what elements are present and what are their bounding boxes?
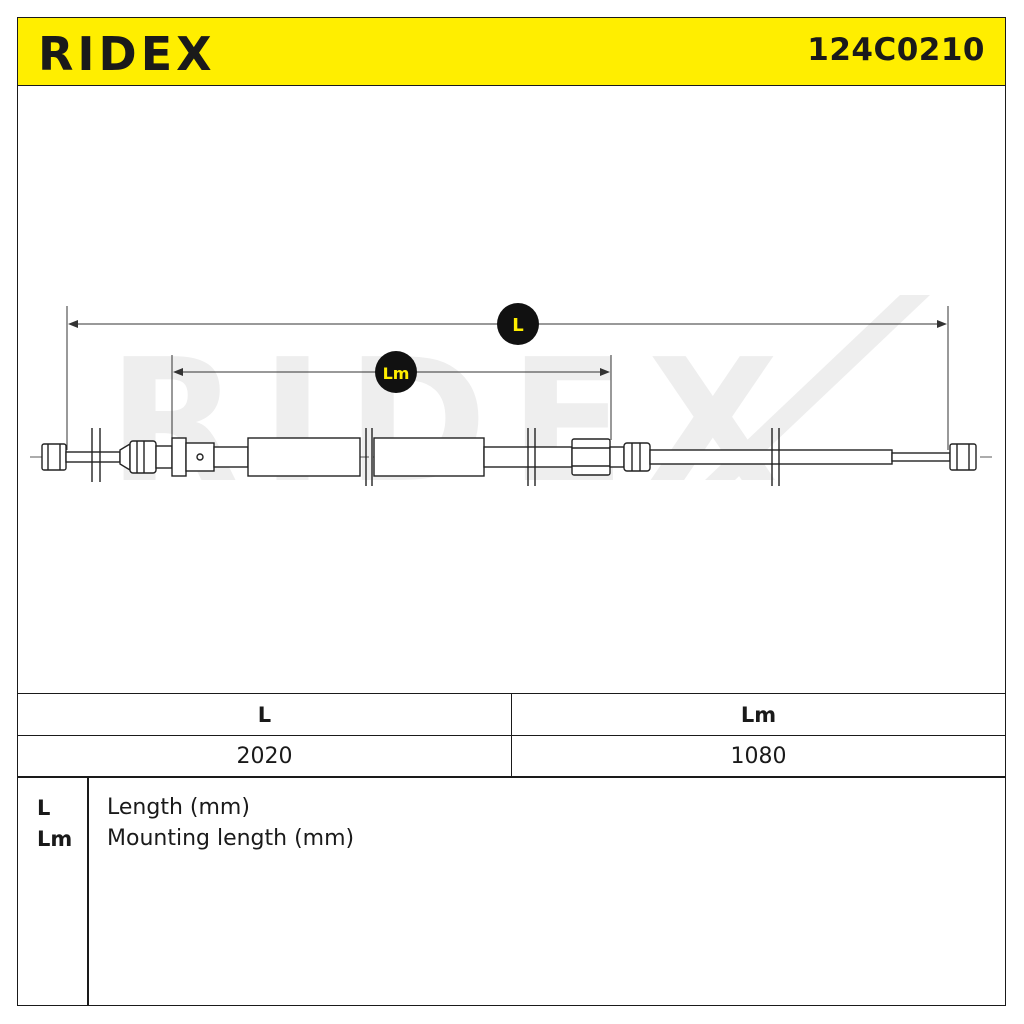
spec-header-L: L [17, 693, 512, 736]
legend-desc-Lm: Mounting length (mm) [107, 826, 355, 851]
spec-header-Lm: Lm [511, 693, 1006, 736]
spec-value-Lm: 1080 [511, 735, 1006, 777]
svg-text:RIDEX: RIDEX [38, 27, 216, 78]
legend-code-L: L [37, 796, 51, 820]
legend-desc-L: Length (mm) [107, 795, 250, 820]
header-bar: RIDEX 124C0210 [18, 18, 1005, 86]
spec-table-value-row: 2020 1080 [17, 735, 1006, 777]
spec-value-L: 2020 [17, 735, 512, 777]
spec-table: L Lm 2020 1080 [17, 693, 1006, 777]
legend-panel: L Length (mm) Lm Mounting length (mm) [17, 777, 1006, 1006]
legend-divider [87, 778, 89, 1006]
spec-table-header-row: L Lm [17, 693, 1006, 736]
ridex-logo: RIDEX [38, 27, 216, 78]
drawing-sheet: RIDEX 124C0210 [17, 17, 1006, 1006]
legend-code-Lm: Lm [37, 827, 73, 851]
part-number: 124C0210 [807, 32, 985, 68]
